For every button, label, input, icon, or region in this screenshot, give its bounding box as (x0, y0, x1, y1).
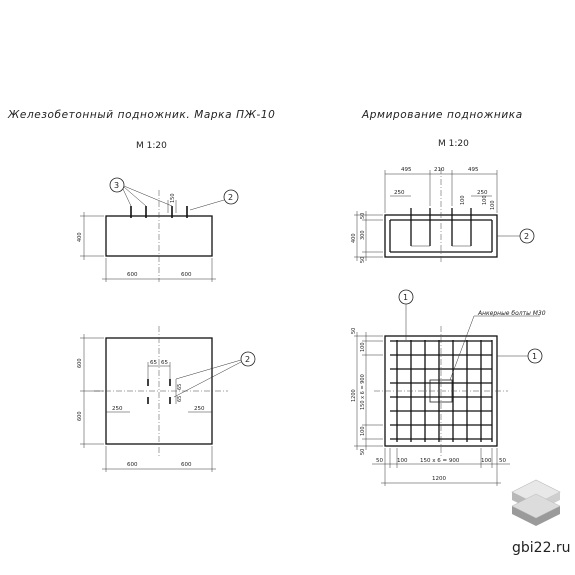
rebar-plan-total-height: 1200 (351, 389, 357, 402)
plan-callout-2-label: 2 (245, 355, 250, 364)
front-callout-2 (223, 189, 239, 205)
rebar-left-dim-mid: 300 (360, 230, 366, 240)
rebar-top-dim-left: 495 (401, 167, 412, 173)
plan-bolt-spacing-v-top: 65 (177, 384, 183, 390)
site-watermark: gbi22.ru (512, 540, 571, 556)
plan-bolt-spacing-right: 65 (161, 360, 168, 366)
rebar-plan-bottom-dim-2: 100 (397, 458, 408, 464)
rebar-inner-dim-3: 100 (490, 200, 496, 210)
rebar-left-dim-top: 50 (360, 213, 366, 219)
plan-width-left: 600 (127, 462, 138, 468)
rebar-inner-dim-1: 100 (460, 195, 466, 205)
left-title: Железобетонный подножник. Марка ПЖ-10 (7, 109, 275, 121)
front-view: 150 3 2 400 600 600 (77, 177, 239, 282)
rebar-plan-bottom-dim-5: 50 (499, 458, 506, 464)
front-callout-3-label: 3 (114, 181, 119, 190)
plan-height-top: 600 (77, 358, 83, 368)
plan-width-right: 600 (181, 462, 192, 468)
plan-edge-left: 250 (112, 406, 123, 412)
rebar-plan-callout-1-right-label: 1 (532, 352, 537, 361)
rebar-plan-callout-1-top-label: 1 (403, 293, 408, 302)
plan-height-bottom: 600 (77, 411, 83, 421)
rebar-sub-dim-right: 250 (477, 190, 488, 196)
rebar-plan-left-dim-5: 50 (351, 328, 357, 334)
front-callout-3 (109, 177, 125, 193)
rebar-plan-total-width: 1200 (432, 476, 446, 482)
rebar-total-height: 400 (351, 233, 357, 243)
plan-bolt-spacing-left: 65 (150, 360, 157, 366)
front-height: 400 (77, 232, 83, 242)
front-callout-2-label: 2 (228, 193, 233, 202)
rebar-plan-left-dim-1: 100 (360, 342, 366, 352)
front-width-left: 600 (127, 272, 138, 278)
rebar-plan-bottom-dim-4: 100 (481, 458, 492, 464)
rebar-inner-dim-2: 100 (482, 195, 488, 205)
plan-view: 65 65 65 65 250 250 2 600 600 600 600 (77, 326, 256, 472)
plan-callout-2 (240, 351, 256, 367)
front-bolt-gap: 150 (170, 193, 176, 203)
rebar-left-dim-bottom: 50 (360, 257, 366, 263)
anchor-note: Анкерные болты М30 (477, 310, 546, 317)
rebar-callout-2-label: 2 (524, 232, 529, 241)
plan-bolt-spacing-v-bottom: 65 (177, 396, 183, 402)
left-scale: М 1:20 (136, 141, 167, 151)
rebar-top-dim-mid: 210 (434, 167, 445, 173)
front-width-right: 600 (181, 272, 192, 278)
right-scale: М 1:20 (438, 139, 469, 149)
plan-edge-right: 250 (194, 406, 205, 412)
site-logo-icon (511, 479, 561, 526)
rebar-plan-bottom-dim-3: 150 x 6 = 900 (420, 458, 460, 464)
rebar-top-dim-right: 495 (468, 167, 479, 173)
rebar-section: 495 210 495 250 250 100 100 100 50 300 5… (351, 167, 535, 263)
rebar-plan-left-dim-4: 50 (360, 449, 366, 455)
rebar-plan: Анкерные болты М30 1 1 100 150 x 6 = 900… (351, 289, 546, 486)
rebar-plan-left-dim-3: 100 (360, 426, 366, 436)
right-title: Армирование подножника (361, 109, 523, 121)
rebar-plan-bottom-dim-1: 50 (376, 458, 383, 464)
rebar-plan-left-dim-2: 150 x 6 = 900 (360, 374, 366, 410)
rebar-sub-dim-left: 250 (394, 190, 405, 196)
